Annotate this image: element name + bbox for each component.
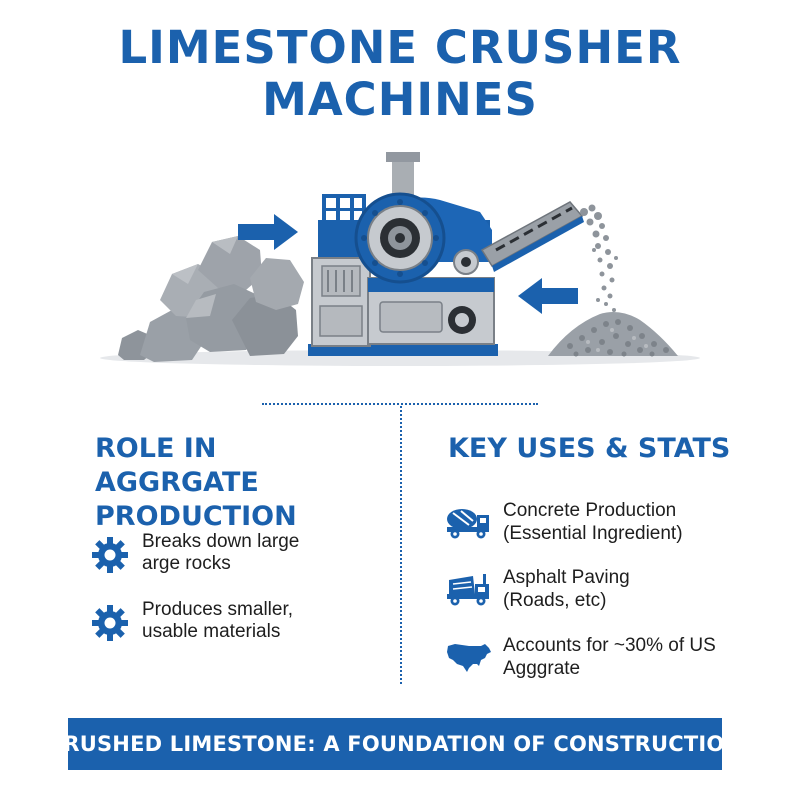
uses-item-line-1: Accounts for ~30% of US [503,635,716,656]
uses-item: Asphalt Paving (Roads, etc) [445,567,765,624]
gear-icon [92,537,128,573]
section-divider-vertical [400,406,402,684]
us-map-icon [447,644,491,672]
uses-item: Accounts for ~30% of US Agggrate [445,635,765,692]
conveyor-belt [480,201,584,272]
concrete-mixer-truck-icon [447,509,489,539]
role-item: Produces smaller, usable materials [92,599,382,657]
role-item-line-2: usable materials [142,621,281,642]
input-arrow [238,214,298,250]
uses-heading: KEY USES & STATS [448,433,731,464]
role-heading-line-1: ROLE IN AGGRGATE [95,433,259,498]
footer-banner-text: CRUSHED LIMESTONE: A FOUNDATION OF CONST… [47,732,743,756]
role-item-text: Breaks down large arge rocks [142,531,382,575]
title-line-1: LIMESTONE CRUSHER [118,21,682,74]
crushed-gravel-pile [548,312,678,357]
dump-truck-icon [447,574,489,606]
footer-banner: CRUSHED LIMESTONE: A FOUNDATION OF CONST… [48,718,742,770]
falling-gravel [580,204,618,312]
uses-item-line-1: Asphalt Paving [503,567,630,588]
uses-item-line-2: (Essential Ingredient) [503,523,683,544]
title-line-2: MACHINES [262,73,538,126]
role-item: Breaks down large arge rocks [92,531,382,589]
uses-item-text: Asphalt Paving (Roads, etc) [503,566,763,612]
role-heading: ROLE IN AGGRGATE PRODUCTION [95,432,385,534]
limestone-rock-pile [118,236,304,362]
uses-item-line-2: Agggrate [503,658,581,679]
role-heading-line-2: PRODUCTION [95,501,297,532]
uses-item-text: Concrete Production (Essential Ingredien… [503,499,763,545]
section-divider-horizontal [262,403,538,405]
gear-icon [92,605,128,641]
uses-item-line-2: (Roads, etc) [503,590,607,611]
crusher-machine [308,152,498,356]
role-item-line-1: Breaks down large [142,531,300,552]
role-item-line-1: Produces smaller, [142,599,294,620]
role-item-line-2: arge rocks [142,553,231,574]
page-title: LIMESTONE CRUSHER MACHINES [0,22,800,126]
uses-item: Concrete Production (Essential Ingredien… [445,500,765,557]
output-arrow [518,278,578,314]
role-item-text: Produces smaller, usable materials [142,599,382,643]
crusher-illustration [100,152,700,366]
uses-item-text: Accounts for ~30% of US Agggrate [503,634,763,680]
uses-item-line-1: Concrete Production [503,500,677,521]
